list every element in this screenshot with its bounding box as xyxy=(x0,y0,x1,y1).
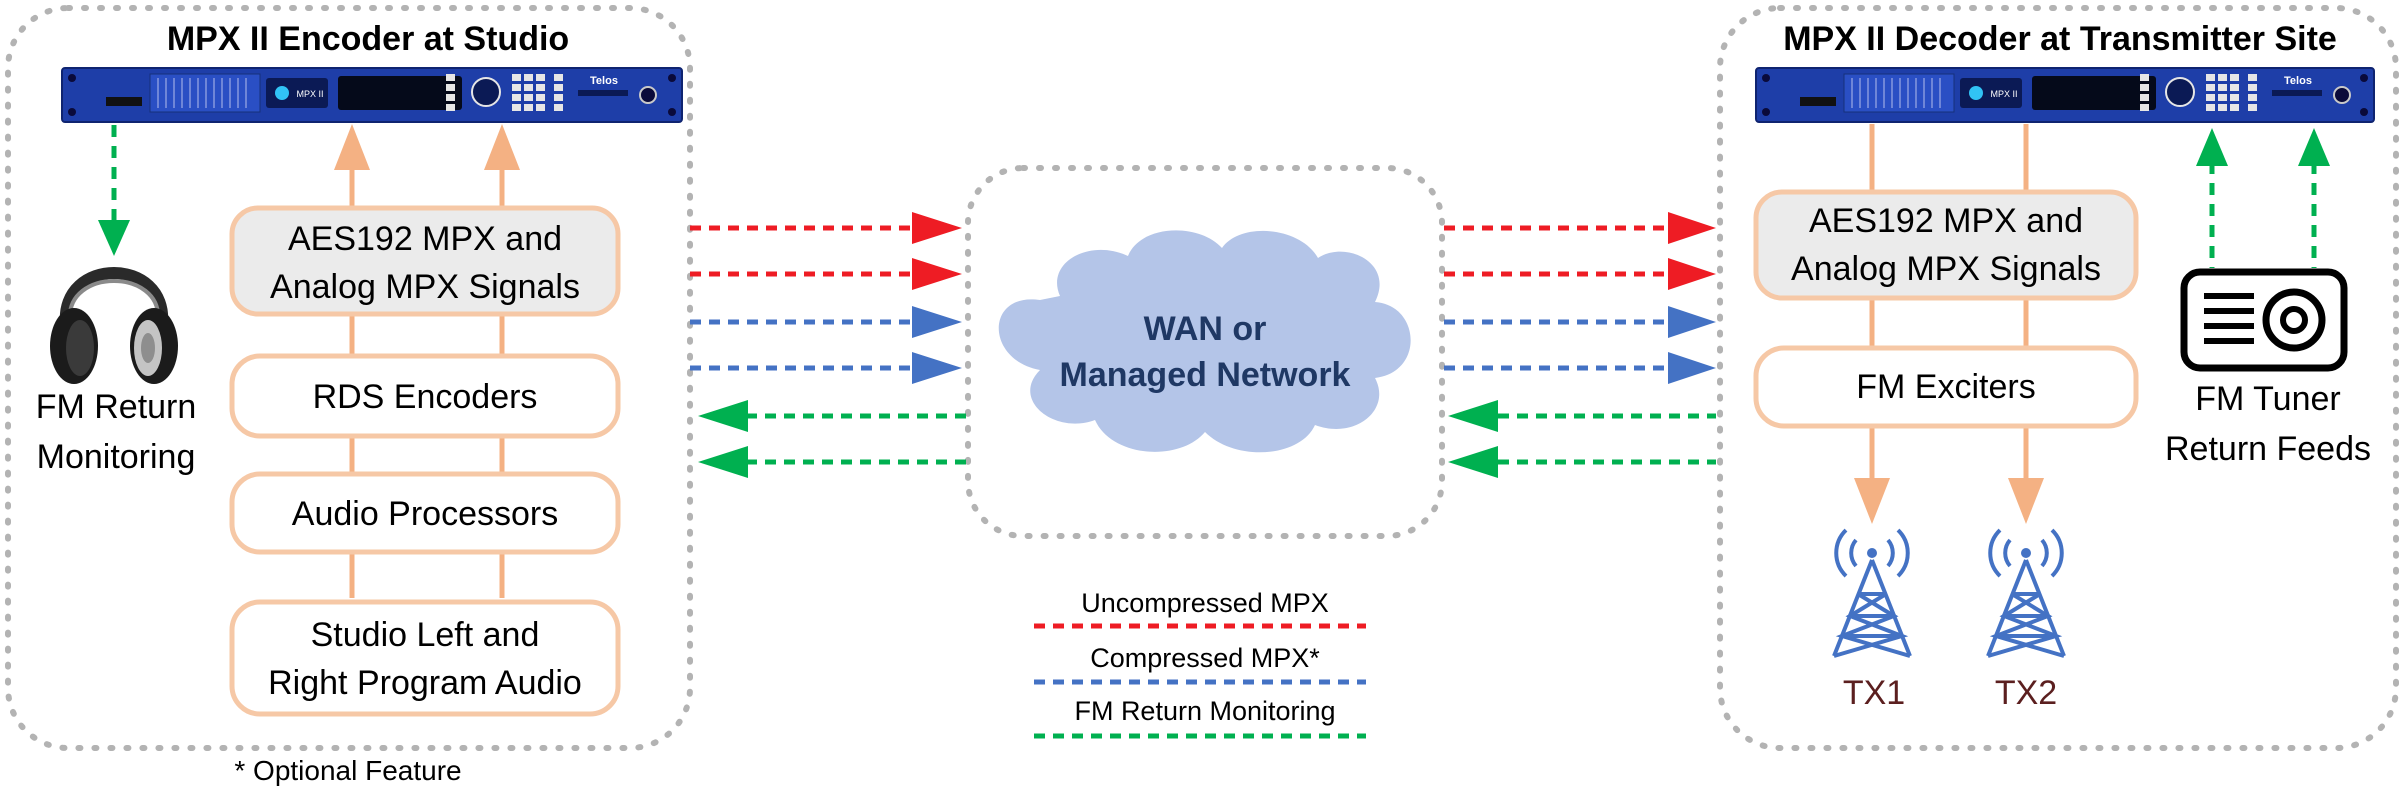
tower-label-tx1: TX1 xyxy=(1843,674,1905,712)
studio-flow-arrowhead-left xyxy=(334,124,370,170)
headphones-label-line1: FM Return xyxy=(36,388,197,426)
studio-box-program-audio-line2: Right Program Audio xyxy=(268,664,582,702)
studio-box-rds-label: RDS Encoders xyxy=(313,378,538,416)
link-arrowhead xyxy=(912,212,962,244)
studio-box-aes192: AES192 MPX and Analog MPX Signals xyxy=(229,205,621,317)
studio-return-arrow xyxy=(98,125,130,256)
headphones-icon xyxy=(50,267,178,384)
transmitter-box-aes192: AES192 MPX and Analog MPX Signals xyxy=(1753,189,2139,301)
legend-label-compressed: Compressed MPX* xyxy=(1090,643,1320,673)
links-network-to-transmitter xyxy=(1444,212,1716,478)
links-studio-to-network xyxy=(690,212,966,478)
link-arrowhead xyxy=(1668,212,1716,244)
studio-box-program-audio-line1: Studio Left and xyxy=(311,616,540,654)
legend: Uncompressed MPX Compressed MPX* FM Retu… xyxy=(1034,588,1366,739)
link-arrowhead xyxy=(912,258,962,290)
transmitter-box-fm-exciters: FM Exciters xyxy=(1753,345,2139,429)
link-arrowhead xyxy=(1668,258,1716,290)
link-arrowhead xyxy=(1668,306,1716,338)
link-arrowhead xyxy=(698,446,748,478)
tuner-label-line1: FM Tuner xyxy=(2195,380,2340,418)
network-group-frame xyxy=(965,165,1445,539)
legend-label-return: FM Return Monitoring xyxy=(1074,696,1335,726)
transmitter-box-aes192-line2: Analog MPX Signals xyxy=(1791,250,2101,288)
tuner-return-arrows xyxy=(2196,128,2330,268)
studio-box-program-audio: Studio Left and Right Program Audio xyxy=(229,599,621,717)
studio-encoder-device: MPX II Telos xyxy=(61,67,683,123)
link-arrowhead xyxy=(1448,446,1498,478)
link-arrowhead xyxy=(912,306,962,338)
headphones-label-line2: Monitoring xyxy=(37,438,196,476)
tower-icon-tx1 xyxy=(1832,528,1912,658)
studio-box-aes192-line2: Analog MPX Signals xyxy=(270,268,580,306)
link-arrowhead xyxy=(698,400,748,432)
studio-group-frame xyxy=(5,5,693,751)
studio-box-audio-processors-label: Audio Processors xyxy=(292,495,558,533)
studio-box-rds: RDS Encoders xyxy=(229,353,621,439)
network-cloud-icon xyxy=(998,230,1411,453)
studio-device-model-label: MPX II xyxy=(296,89,323,99)
tuner-label-line2: Return Feeds xyxy=(2165,430,2371,468)
transmitter-title: MPX II Decoder at Transmitter Site xyxy=(1783,20,2337,58)
network-label-line2: Managed Network xyxy=(1060,356,1351,394)
transmitter-flow-arrowhead-right xyxy=(2008,478,2044,524)
transmitter-device-model-label: MPX II xyxy=(1990,89,2017,99)
transmitter-box-aes192-line1: AES192 MPX and xyxy=(1809,202,2083,240)
fm-tuner-icon xyxy=(2180,268,2348,372)
tower-icon-tx2 xyxy=(1986,528,2066,658)
legend-label-uncompressed: Uncompressed MPX xyxy=(1081,588,1329,618)
studio-box-audio-processors: Audio Processors xyxy=(229,471,621,555)
link-arrowhead xyxy=(1668,352,1716,384)
studio-flow-arrowhead-right xyxy=(484,124,520,170)
transmitter-group-frame xyxy=(1717,5,2399,751)
transmitter-flow-arrowhead-left xyxy=(1854,478,1890,524)
transmitter-decoder-device: MPX II Telos xyxy=(1755,67,2375,123)
link-arrowhead xyxy=(912,352,962,384)
link-arrowhead xyxy=(1448,400,1498,432)
studio-box-aes192-line1: AES192 MPX and xyxy=(288,220,562,258)
footnote: * Optional Feature xyxy=(234,755,461,786)
network-label-line1: WAN or xyxy=(1144,310,1267,348)
studio-title: MPX II Encoder at Studio xyxy=(167,20,569,58)
studio-device-brand-label: Telos xyxy=(590,75,618,87)
tower-label-tx2: TX2 xyxy=(1995,674,2057,712)
transmitter-device-brand-label: Telos xyxy=(2284,75,2312,87)
transmitter-box-fm-exciters-label: FM Exciters xyxy=(1856,368,2035,406)
